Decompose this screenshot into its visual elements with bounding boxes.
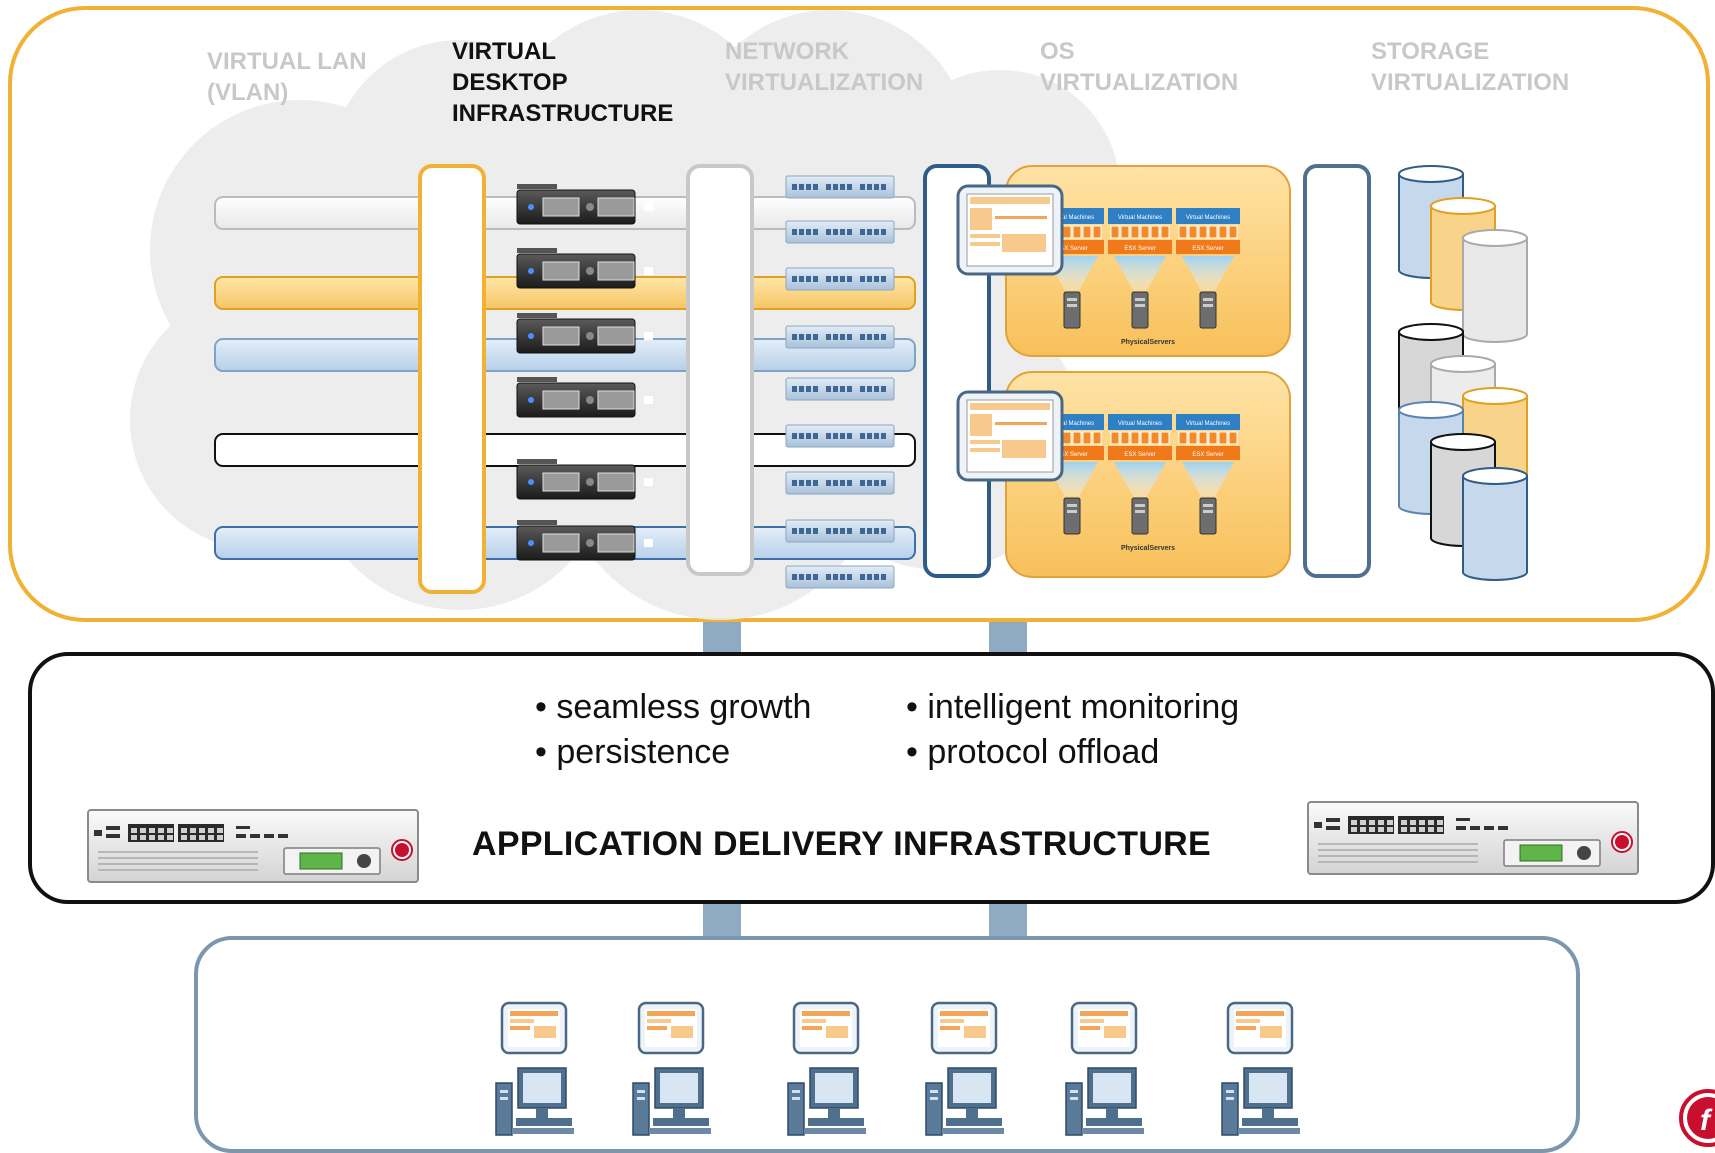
esx-server-label: ESX Server <box>1192 452 1223 458</box>
column-label-os: OS VIRTUALIZATION <box>1040 38 1239 96</box>
storage-cylinder-icon <box>1462 467 1528 581</box>
vm-label: Virtual Machines <box>1118 421 1162 427</box>
column-label-vdi: VIRTUAL DESKTOP INFRASTRUCTURE <box>452 38 674 127</box>
vdi-pillar <box>418 164 486 594</box>
rack-server-icon <box>516 459 653 500</box>
adi-title: APPLICATION DELIVERY INFRASTRUCTURE <box>472 825 1212 863</box>
network-switch-icon <box>785 220 895 244</box>
client-computer-icon <box>632 1001 711 1136</box>
client-frame <box>194 936 1580 1153</box>
rack-server-icon <box>516 184 653 225</box>
network-switch-icon <box>785 175 895 199</box>
network-switch-icon <box>785 377 895 401</box>
storage-cylinders <box>1398 165 1528 581</box>
network-switch-icon <box>785 519 895 543</box>
vm-label: Virtual Machines <box>1050 215 1094 221</box>
rack-server-icon <box>516 520 653 561</box>
vm-label: Virtual Machines <box>1050 421 1094 427</box>
network-switch-icon <box>785 565 895 589</box>
esx-server-label: ESX Server <box>1056 246 1087 252</box>
column-label-vlan: VIRTUAL LAN (VLAN) <box>207 48 367 106</box>
connector-top-left <box>703 622 741 652</box>
connector-bottom-right <box>989 902 1027 938</box>
bullet-persistence: • persistence <box>535 733 731 771</box>
bullet-intelligent-monitoring: • intelligent monitoring <box>906 688 1240 726</box>
window-icon <box>956 184 1064 276</box>
f5-appliance-right <box>1307 801 1639 875</box>
network-switch-icon <box>785 267 895 291</box>
adi-frame <box>28 652 1715 904</box>
f5-logo: f <box>1679 1089 1715 1147</box>
esx-server-label: ESX Server <box>1192 246 1223 252</box>
client-computers <box>495 1001 1300 1136</box>
rack-server-icon <box>516 248 653 289</box>
network-switch-icon <box>785 471 895 495</box>
physical-servers-label: PhysicalServers <box>1121 339 1175 346</box>
physical-servers-label: PhysicalServers <box>1121 545 1175 552</box>
client-computer-icon <box>1221 1001 1300 1136</box>
rack-server-icon <box>516 313 653 354</box>
vdi-server-stack <box>516 184 653 561</box>
connector-top-right <box>989 622 1027 652</box>
client-computer-icon <box>787 1001 866 1136</box>
f5-appliance-left <box>87 809 419 883</box>
network-switch-stack <box>785 175 895 589</box>
network-pillar <box>686 164 754 576</box>
window-icon <box>956 390 1064 482</box>
storage-cylinder-icon <box>1462 229 1528 343</box>
connector-bottom-left <box>703 902 741 938</box>
column-label-storage: STORAGE VIRTUALIZATION <box>1371 38 1570 96</box>
column-label-network: NETWORK VIRTUALIZATION <box>725 38 924 96</box>
rack-server-icon <box>516 377 653 418</box>
vm-label: Virtual Machines <box>1186 215 1230 221</box>
svg-text:f: f <box>1700 1104 1713 1137</box>
vm-label: Virtual Machines <box>1118 215 1162 221</box>
client-computer-icon <box>1065 1001 1144 1136</box>
esx-server-label: ESX Server <box>1124 452 1155 458</box>
network-switch-icon <box>785 325 895 349</box>
storage-pillar <box>1303 164 1371 578</box>
network-switch-icon <box>785 424 895 448</box>
vm-label: Virtual Machines <box>1186 421 1230 427</box>
esx-server-label: ESX Server <box>1124 246 1155 252</box>
client-computer-icon <box>925 1001 1004 1136</box>
esx-server-label: ESX Server <box>1056 452 1087 458</box>
bullet-protocol-offload: • protocol offload <box>906 733 1160 771</box>
bullet-seamless-growth: • seamless growth <box>535 688 812 726</box>
client-computer-icon <box>495 1001 574 1136</box>
